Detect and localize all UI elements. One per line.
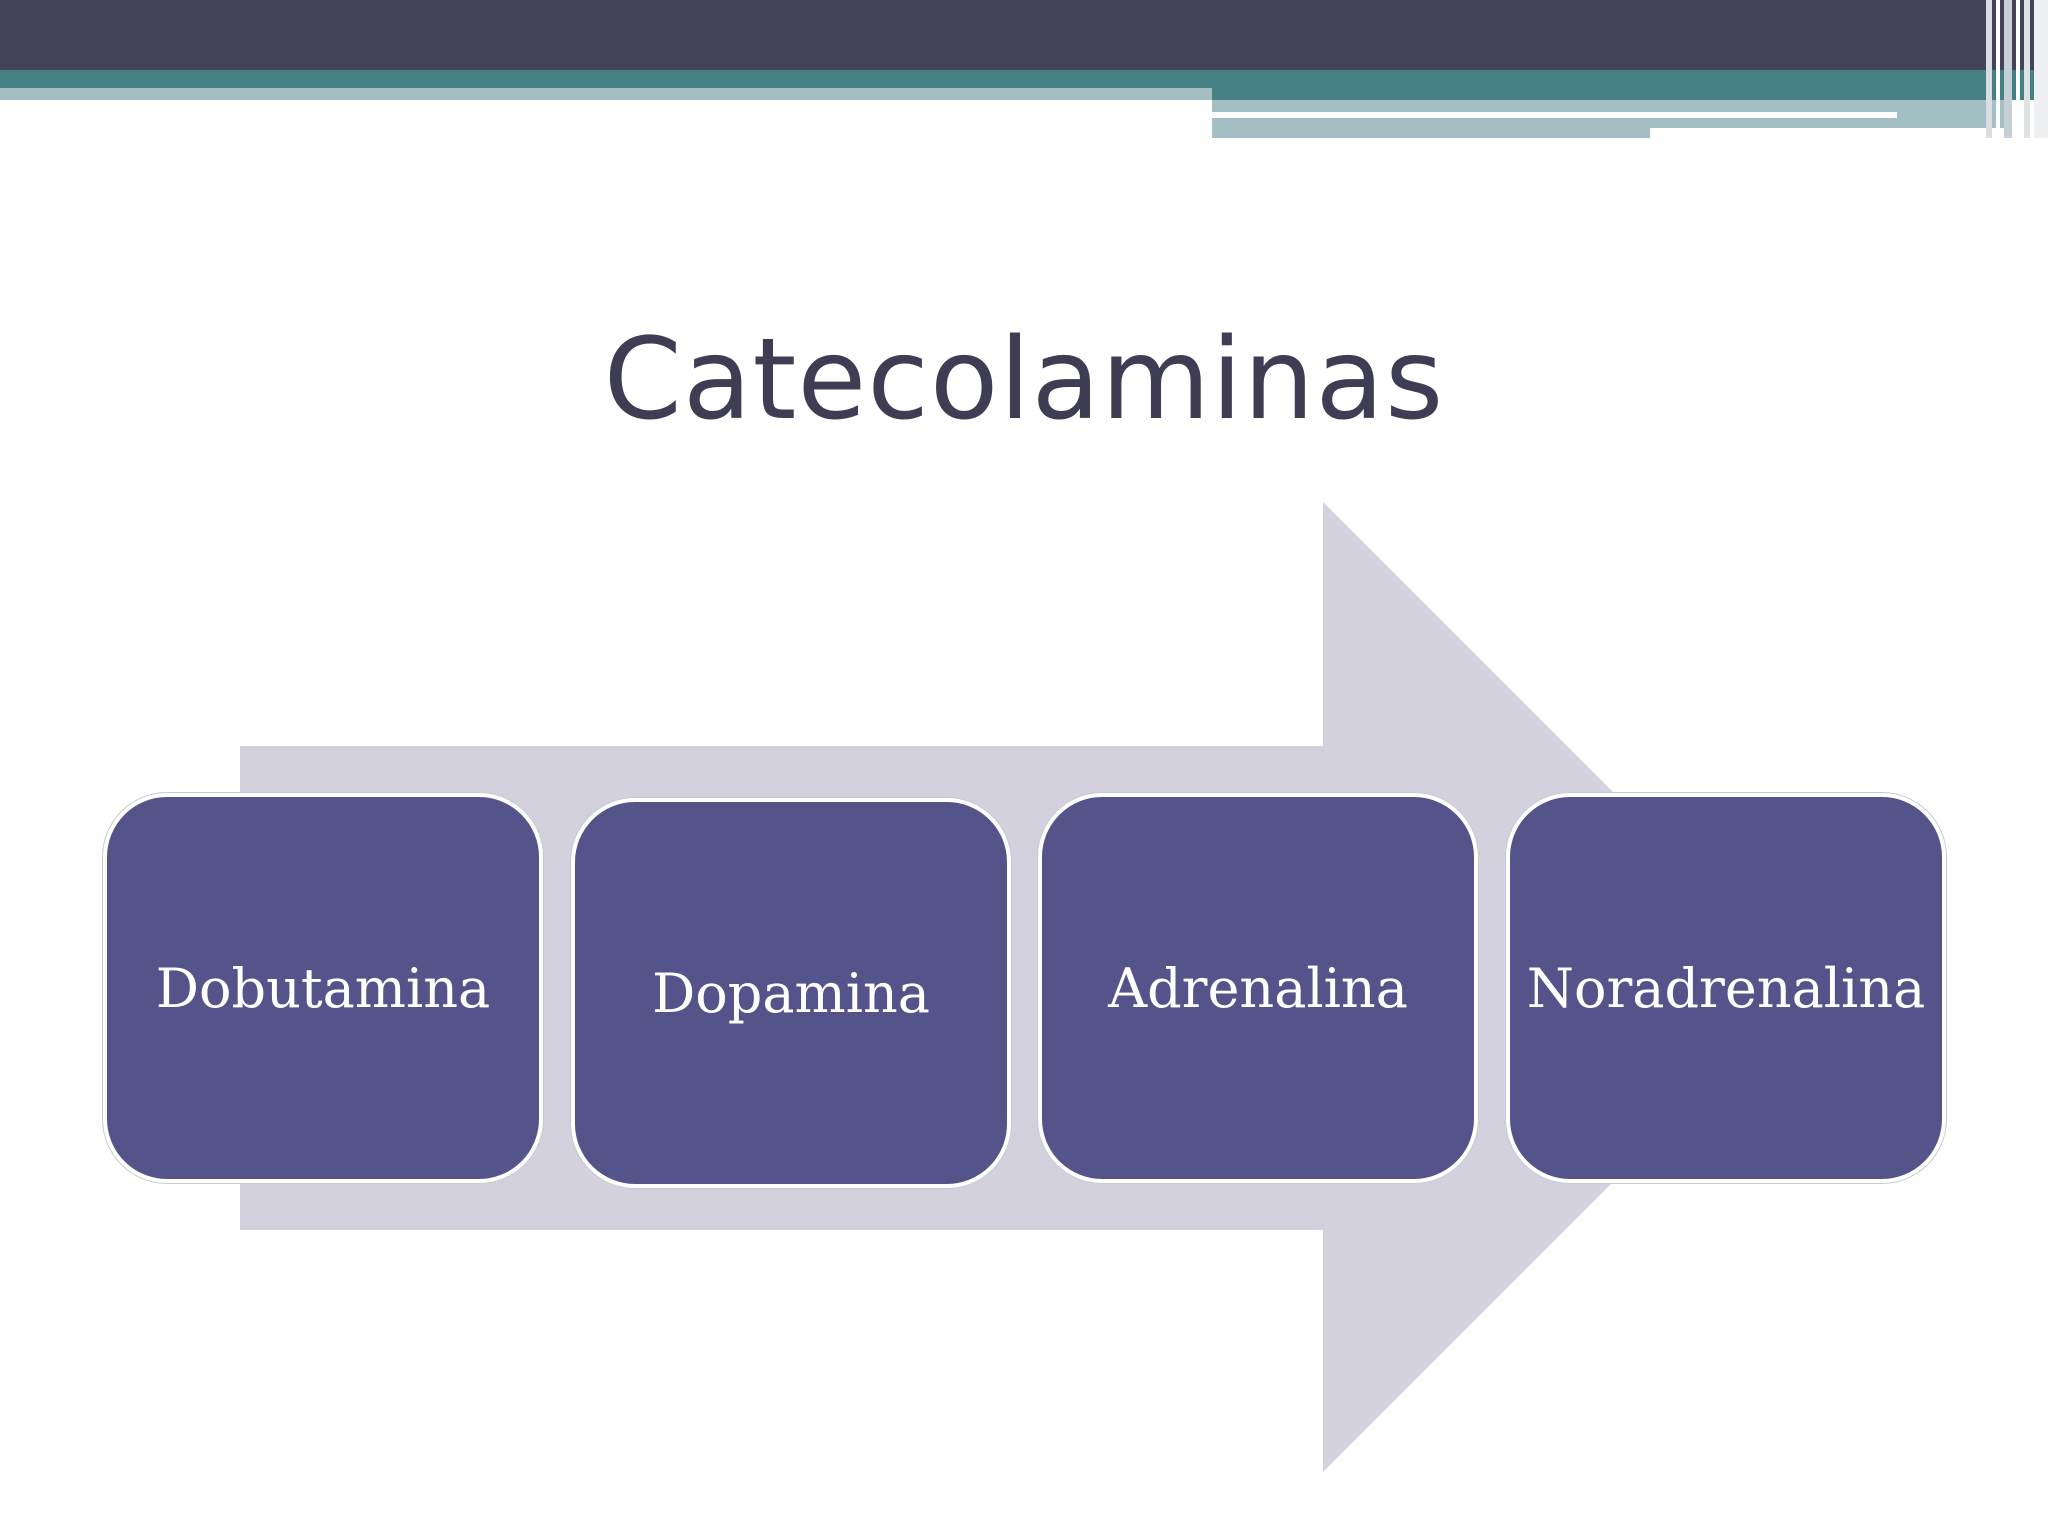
header-stripe-4: [2016, 0, 2020, 138]
slide-title: Catecolaminas: [603, 315, 1445, 445]
header-white-line: [1212, 112, 1897, 118]
step-label: Adrenalina: [1108, 956, 1408, 1020]
step-label: Noradrenalina: [1526, 956, 1926, 1020]
header-light-band-left: [0, 88, 1212, 100]
header-stripe-3: [2004, 0, 2012, 138]
header-dark-band: [0, 0, 2048, 70]
header-stripe-6: [2034, 0, 2048, 138]
step-box-noradrenalina: Noradrenalina: [1506, 793, 1946, 1183]
header-decoration: [0, 0, 2048, 160]
step-box-adrenalina: Adrenalina: [1038, 793, 1478, 1183]
step-label: Dobutamina: [155, 956, 491, 1020]
step-box-dobutamina: Dobutamina: [103, 793, 543, 1183]
arrow-shape: [240, 502, 1808, 1472]
step-label: Dopamina: [651, 961, 930, 1025]
header-stripe-5: [2024, 0, 2030, 138]
header-stripe-1: [1986, 0, 1992, 138]
step-box-dopamina: Dopamina: [571, 798, 1011, 1188]
header-white-gap: [0, 100, 1212, 160]
header-stripe-2: [1996, 0, 2000, 138]
header-white-line-2: [1650, 128, 2010, 138]
